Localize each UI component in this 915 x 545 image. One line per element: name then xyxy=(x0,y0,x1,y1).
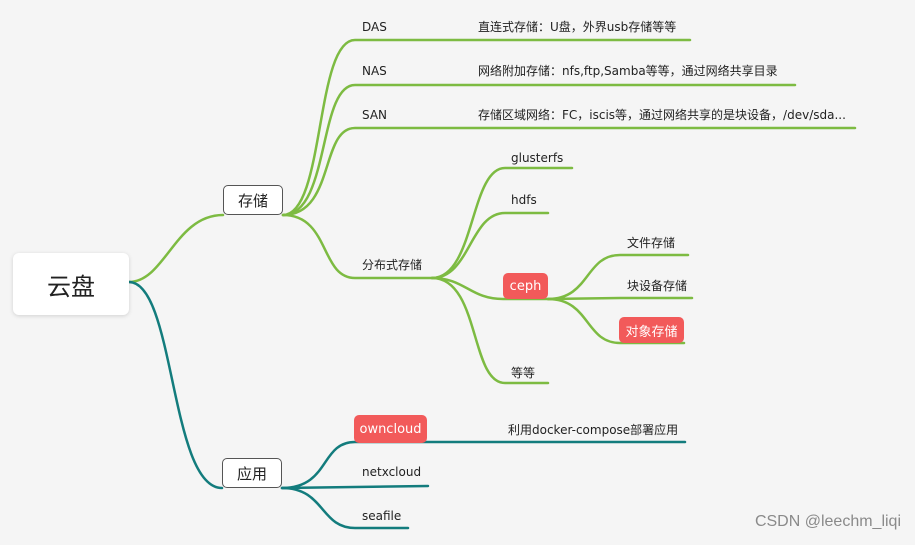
das-node[interactable]: DAS xyxy=(362,20,387,34)
ceph-object-storage-label: 对象存储 xyxy=(625,324,678,340)
nas-desc[interactable]: 网络附加存储：nfs,ftp,Samba等等，通过网络共享目录 xyxy=(478,64,778,78)
netxcloud-node[interactable]: netxcloud xyxy=(362,465,422,479)
san-desc[interactable]: 存储区域网络：FC，iscis等，通过网络共享的是块设备，/dev/sda... xyxy=(478,108,846,122)
link-root-storage xyxy=(127,213,225,284)
link-storage-distributed xyxy=(281,213,434,280)
link-dist-etc xyxy=(430,276,550,385)
link-storage-nas xyxy=(281,83,797,217)
nas-node[interactable]: NAS xyxy=(362,64,387,78)
owncloud-node[interactable]: owncloud xyxy=(354,415,427,443)
link-ceph-block xyxy=(546,296,694,301)
das-desc[interactable]: 直连式存储：U盘，外界usb存储等等 xyxy=(478,20,677,34)
root-node[interactable]: 云盘 xyxy=(13,253,129,315)
etc-node[interactable]: 等等 xyxy=(511,366,536,380)
link-apps-owncloud xyxy=(280,440,687,490)
link-storage-san xyxy=(281,126,857,217)
link-dist-hdfs xyxy=(430,211,550,280)
san-node[interactable]: SAN xyxy=(362,108,388,122)
link-dist-glusterfs xyxy=(430,166,574,280)
ceph-block-storage-node[interactable]: 块设备存储 xyxy=(627,279,688,293)
link-apps-netxcloud xyxy=(280,484,430,490)
ceph-node[interactable]: ceph xyxy=(503,273,548,299)
glusterfs-node[interactable]: glusterfs xyxy=(511,151,564,165)
storage-node[interactable]: 存储 xyxy=(223,185,283,215)
ceph-object-storage-node[interactable]: 对象存储 xyxy=(619,317,684,343)
root-label: 云盘 xyxy=(47,272,95,301)
storage-label: 存储 xyxy=(237,191,268,210)
hdfs-node[interactable]: hdfs xyxy=(511,193,537,207)
link-root-apps xyxy=(127,280,224,490)
apps-label: 应用 xyxy=(236,464,267,483)
owncloud-label: owncloud xyxy=(359,421,422,437)
watermark: CSDN @leechm_liqi xyxy=(754,513,901,530)
distributed-node[interactable]: 分布式存储 xyxy=(362,258,423,272)
ceph-file-storage-node[interactable]: 文件存储 xyxy=(627,236,676,250)
ceph-label: ceph xyxy=(509,278,542,294)
seafile-node[interactable]: seafile xyxy=(362,509,402,523)
link-ceph-file xyxy=(546,253,690,301)
link-apps-seafile xyxy=(280,486,410,530)
owncloud-desc[interactable]: 利用docker-compose部署应用 xyxy=(508,423,679,437)
apps-node[interactable]: 应用 xyxy=(222,458,282,488)
link-ceph-object xyxy=(546,297,686,345)
link-storage-das xyxy=(281,38,692,217)
